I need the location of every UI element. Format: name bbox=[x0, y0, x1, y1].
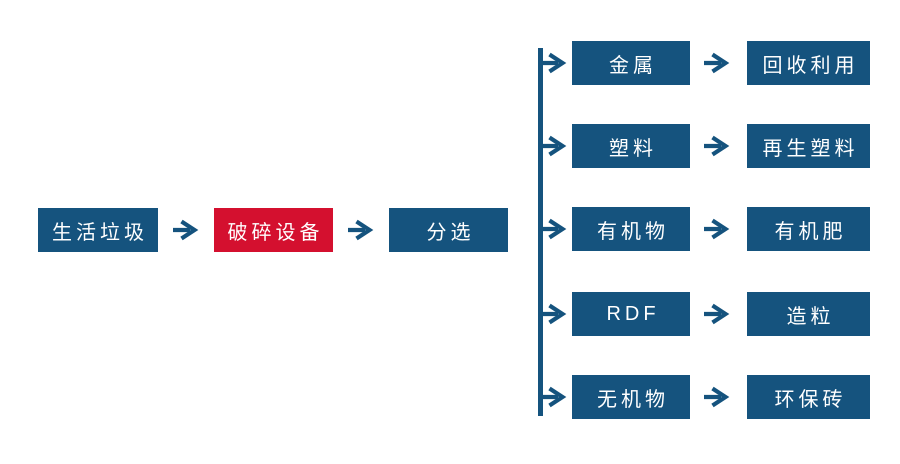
arrow-right-icon bbox=[702, 134, 732, 158]
node-eco-brick: 环保砖 bbox=[747, 375, 870, 419]
arrow-right-icon bbox=[539, 385, 569, 409]
node-sorting: 分选 bbox=[389, 208, 508, 252]
arrow-right-icon bbox=[539, 302, 569, 326]
node-crushing-equipment: 破碎设备 bbox=[214, 208, 333, 252]
node-organic-fertilizer: 有机肥 bbox=[747, 207, 870, 251]
node-plastic: 塑料 bbox=[572, 124, 690, 168]
arrow-right-icon bbox=[171, 218, 201, 242]
node-recycled-plastic: 再生塑料 bbox=[747, 124, 870, 168]
arrow-right-icon bbox=[539, 134, 569, 158]
arrow-right-icon bbox=[702, 51, 732, 75]
node-organic-matter: 有机物 bbox=[572, 207, 690, 251]
arrow-right-icon bbox=[702, 302, 732, 326]
arrow-right-icon bbox=[702, 217, 732, 241]
node-recycling: 回收利用 bbox=[747, 41, 870, 85]
node-granulation: 造粒 bbox=[747, 292, 870, 336]
arrow-right-icon bbox=[346, 218, 376, 242]
arrow-right-icon bbox=[539, 51, 569, 75]
arrow-right-icon bbox=[539, 217, 569, 241]
arrow-right-icon bbox=[702, 385, 732, 409]
branch-trunk-line bbox=[538, 48, 543, 416]
node-household-waste: 生活垃圾 bbox=[38, 208, 158, 252]
node-inorganic-matter: 无机物 bbox=[572, 375, 690, 419]
node-rdf: RDF bbox=[572, 292, 690, 336]
node-metal: 金属 bbox=[572, 41, 690, 85]
